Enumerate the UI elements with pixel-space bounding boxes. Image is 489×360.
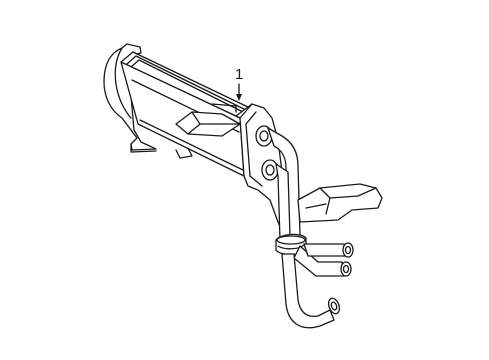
outlet-hose [293,242,354,277]
callout-arrowhead [236,94,242,101]
callout-1: 1 [235,66,243,101]
pipe-fittings [255,125,279,181]
callout-number-1: 1 [235,66,243,83]
cooler-pipe-lower [281,253,341,329]
cooler-core [120,51,251,177]
mounting-strap [297,183,383,223]
